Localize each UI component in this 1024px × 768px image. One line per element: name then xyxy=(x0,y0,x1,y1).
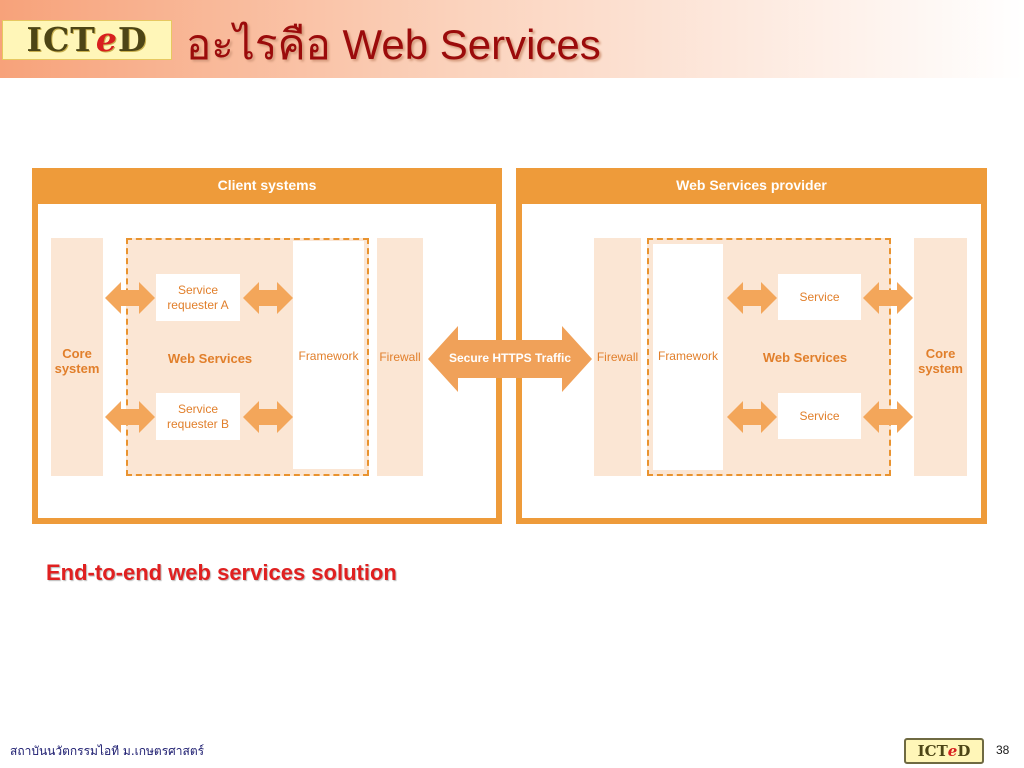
client-firewall-column: Firewall xyxy=(377,238,423,476)
client-framework-label: Framework xyxy=(298,349,359,363)
framework-to-service-1-arrow-icon xyxy=(727,280,777,316)
provider-service-box-1: Service xyxy=(778,274,861,320)
provider-web-services-label: Web Services xyxy=(762,350,848,365)
requester-b-to-framework-arrow-icon xyxy=(243,399,293,435)
client-core-system-label: Core system xyxy=(54,346,100,376)
client-systems-body: Core system Service requester A Service … xyxy=(38,204,496,518)
logo-text-right: D xyxy=(117,20,148,59)
web-services-provider-panel: Web Services provider Firewall Framework… xyxy=(516,168,987,524)
footer-logo-left: ICT xyxy=(917,742,948,760)
page-number: 38 xyxy=(996,743,1010,757)
secure-https-traffic-arrow: Secure HTTPS Traffic xyxy=(428,326,592,392)
client-web-services-label: Web Services xyxy=(167,351,253,366)
logo-text-e: e xyxy=(95,20,118,59)
double-arrow-icon xyxy=(428,326,592,392)
client-systems-title: Client systems xyxy=(217,177,317,193)
provider-firewall-label: Firewall xyxy=(596,350,639,364)
slide-header: ICTeD อะไรคือ Web Services xyxy=(0,0,1024,78)
footer-icted-logo: ICTeD xyxy=(904,738,984,764)
secure-https-traffic-label: Secure HTTPS Traffic xyxy=(448,351,572,365)
client-core-to-requester-b-arrow-icon xyxy=(105,399,155,435)
provider-framework-column: Framework xyxy=(653,244,723,470)
service-requester-b-box: Service requester B xyxy=(156,393,240,440)
provider-firewall-column: Firewall xyxy=(594,238,641,476)
client-systems-panel: Client systems Core system Service reque… xyxy=(32,168,502,524)
requester-a-to-framework-arrow-icon xyxy=(243,280,293,316)
framework-to-service-2-arrow-icon xyxy=(727,399,777,435)
footer-institution: สถาบันนวัตกรรมไอที ม.เกษตรศาสตร์ xyxy=(10,744,205,758)
client-framework-column: Framework xyxy=(293,241,364,469)
footer-logo-right: D xyxy=(957,742,971,760)
provider-framework-label: Framework xyxy=(657,349,718,363)
service-2-to-core-arrow-icon xyxy=(863,399,913,435)
client-core-to-requester-a-arrow-icon xyxy=(105,280,155,316)
web-services-provider-body: Firewall Framework Web Services Service … xyxy=(522,204,981,518)
diagram-caption: End-to-end web services solution xyxy=(46,560,397,585)
slide-title: อะไรคือ Web Services xyxy=(186,21,601,68)
client-firewall-label: Firewall xyxy=(379,350,421,364)
icted-logo: ICTeD xyxy=(2,20,172,60)
logo-text-left: ICT xyxy=(26,20,96,59)
provider-service-box-2: Service xyxy=(778,393,861,439)
footer-logo-e: e xyxy=(947,742,958,760)
web-services-provider-title: Web Services provider xyxy=(676,177,827,193)
provider-core-system-label: Core system xyxy=(918,346,963,376)
provider-core-system-column: Core system xyxy=(914,238,967,476)
client-core-system-column: Core system xyxy=(51,238,103,476)
service-requester-a-box: Service requester A xyxy=(156,274,240,321)
service-1-to-core-arrow-icon xyxy=(863,280,913,316)
